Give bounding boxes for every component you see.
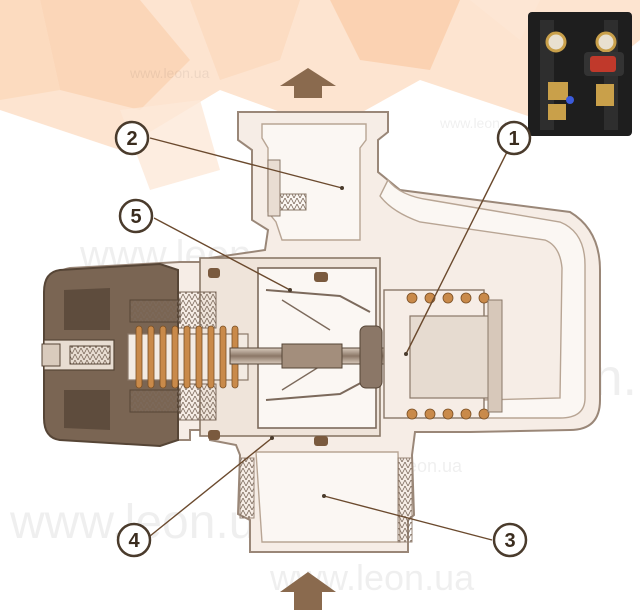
- thermostatic-cartridge: [175, 257, 381, 446]
- flow-up-arrow-icon: [280, 68, 336, 98]
- flow-up-arrow-icon: [280, 572, 336, 610]
- callout-3: 3: [492, 522, 528, 558]
- callout-1-label: 1: [508, 128, 519, 150]
- adjustment-knob: [41, 262, 181, 448]
- watermark-text: www.leon.ua: [129, 65, 210, 81]
- callout-5-label: 5: [130, 206, 141, 228]
- thermostatic-element: [383, 289, 503, 420]
- leader-lines: [149, 137, 515, 541]
- callout-4: 4: [116, 522, 152, 558]
- callout-2-label: 2: [126, 128, 137, 150]
- background-decor: [0, 0, 640, 190]
- watermark-text: www.leon.ua: [439, 115, 520, 131]
- product-photo-icon: [528, 12, 632, 136]
- callout-2: 2: [114, 120, 150, 156]
- callout-4-label: 4: [128, 530, 140, 552]
- callout-5: 5: [118, 198, 154, 234]
- callout-3-label: 3: [504, 530, 515, 552]
- callout-1: 1: [496, 120, 532, 156]
